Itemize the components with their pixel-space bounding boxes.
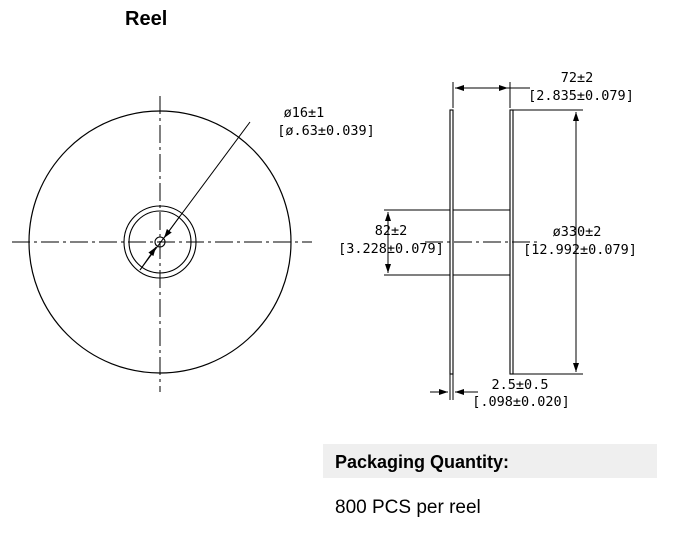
- hub-width-inch-label: [3.228±0.079]: [338, 241, 444, 257]
- page-title: Reel: [125, 8, 168, 30]
- hub-diameter-arrow-lower: [139, 246, 157, 271]
- hub-diameter-arrow-upper: [163, 215, 181, 239]
- reel-diameter-inch-label: [12.992±0.079]: [523, 242, 637, 258]
- packaging-quantity-value: 800 PCS per reel: [335, 497, 481, 518]
- hub-diameter-leader: [139, 121, 251, 271]
- packaging-quantity-header: Packaging Quantity:: [323, 444, 657, 478]
- width-inch-label: [2.835±0.079]: [528, 88, 634, 104]
- hub-diameter-inch-label: [ø.63±0.039]: [277, 123, 375, 139]
- packaging-quantity-title: Packaging Quantity:: [335, 452, 510, 472]
- left-flange: [449, 109, 454, 375]
- hub-width-label: 82±2: [375, 223, 408, 239]
- hub-diameter-label: ø16±1: [284, 105, 325, 121]
- flange-thickness-label: 2.5±0.5: [492, 377, 549, 393]
- flange-thickness-inch-label: [.098±0.020]: [472, 394, 570, 410]
- reel-front-view: [12, 96, 312, 392]
- reel-diameter-label: ø330±2: [553, 224, 602, 240]
- width-label: 72±2: [561, 70, 594, 86]
- reel-side-view: [384, 82, 583, 400]
